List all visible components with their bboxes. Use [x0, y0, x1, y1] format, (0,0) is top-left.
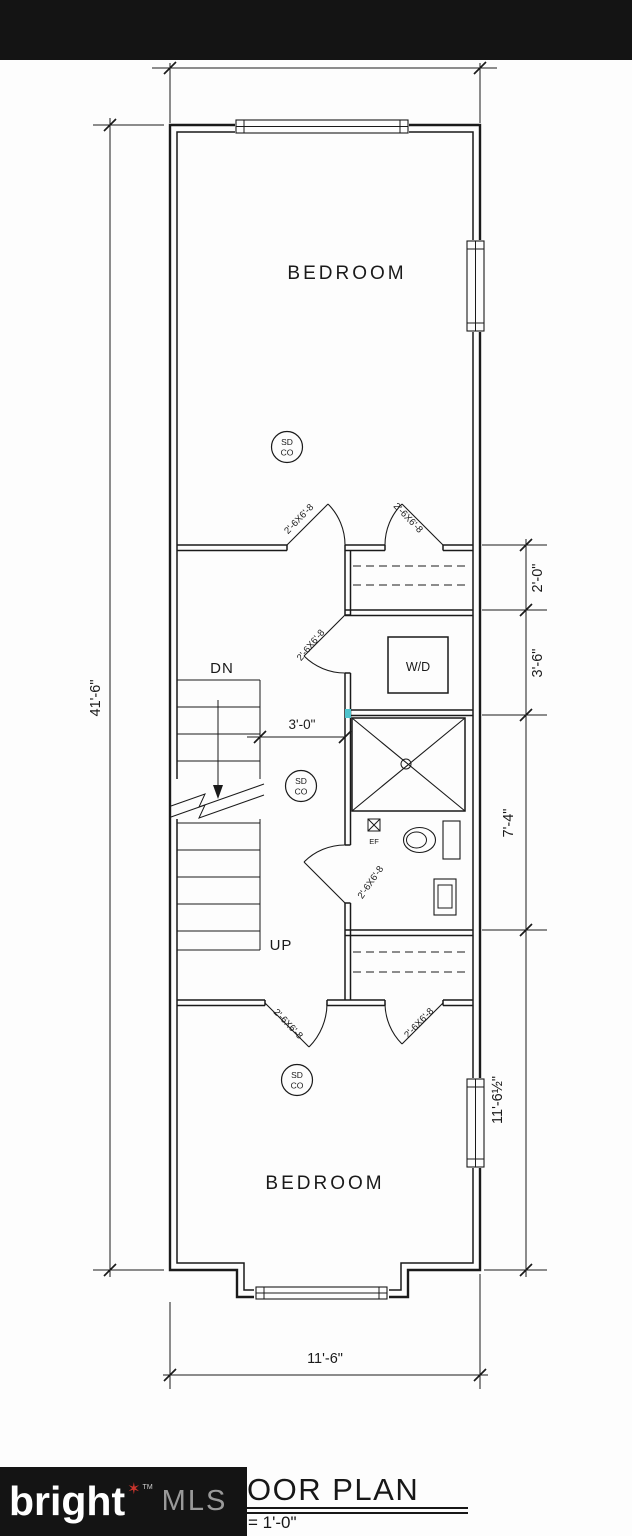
- sink: [433, 878, 457, 916]
- plan-title: OOR PLAN: [247, 1472, 420, 1507]
- stair-direction-arrow: [213, 785, 223, 799]
- washer-dryer-label: W/D: [406, 660, 430, 674]
- washer-dryer: W/D: [387, 636, 449, 694]
- top-border-bar: [0, 0, 632, 60]
- plan-scale: = 1'-0": [248, 1513, 297, 1532]
- logo-brand-text: bright: [9, 1478, 126, 1524]
- window-right-lower: [466, 1078, 485, 1168]
- dimension-bottom: 11'-6": [163, 1274, 488, 1389]
- bedroom-depth-value: 11'-6½": [490, 1076, 506, 1124]
- door-leaves: [264, 503, 444, 1048]
- bath-depth-value: 7'-4": [501, 809, 517, 838]
- room-label-bedroom-top: BEDROOM: [287, 263, 406, 284]
- interior-walls-right: [345, 609, 473, 937]
- logo-trademark: TM: [142, 1484, 153, 1491]
- title-underline-bottom: [247, 1512, 468, 1514]
- detector-bottom: SD CO: [280, 1063, 314, 1097]
- hall-width-dimension: 3'-0": [247, 717, 352, 744]
- window-bay-bottom: [255, 1286, 388, 1300]
- window-right-upper: [466, 240, 485, 332]
- detector-co-label: CO: [281, 448, 294, 458]
- door-label-bedroom-top: 2'-6X6'-8: [282, 502, 316, 537]
- overall-width-value: 11'-6": [307, 1351, 343, 1367]
- outer-walls: [168, 123, 482, 1299]
- exhaust-fan: EF: [367, 818, 381, 846]
- stair-down-label: DN: [210, 660, 234, 677]
- exhaust-fan-label: EF: [369, 837, 379, 846]
- room-label-bedroom-bottom: BEDROOM: [265, 1173, 384, 1194]
- logo-star-icon: ✶: [127, 1480, 141, 1498]
- door-label-bathroom: 2'-6X6'-8: [356, 864, 386, 901]
- laundry-depth-value: 3'-6": [530, 649, 546, 678]
- interior-wall-vertical: [344, 550, 352, 1000]
- bright-mls-logo: bright ✶ TM MLS: [0, 1467, 247, 1536]
- shower: [351, 717, 466, 812]
- door-label-bedroom-bottom: 2'-6X6'-8: [271, 1007, 305, 1042]
- overall-height-value: 41'-6": [88, 680, 104, 717]
- detector-co-label: CO: [295, 787, 308, 797]
- detector-middle: SD CO: [284, 769, 318, 803]
- title-underline-top: [247, 1507, 468, 1510]
- interior-wall-upper: [177, 544, 473, 552]
- logo-mls-text: MLS: [161, 1485, 228, 1517]
- detector-sd-label: SD: [295, 776, 307, 786]
- detector-co-label: CO: [291, 1081, 304, 1091]
- detector-sd-label: SD: [291, 1070, 303, 1080]
- door-swing-arcs: [303, 503, 403, 1048]
- dimension-right: 2'-0" 3'-6" 7'-4" 11'-6½": [482, 538, 547, 1277]
- dimension-top: [152, 61, 497, 123]
- detector-top: SD CO: [270, 430, 304, 464]
- stair-up-label: UP: [270, 937, 293, 954]
- closet-shelf-lines: [353, 565, 468, 973]
- toilet: [402, 820, 461, 860]
- door-label-closet-bottom: 2'-6X6'-8: [402, 1006, 436, 1041]
- door-label-closet-top: 2'-6X6'-8: [391, 501, 425, 536]
- hall-width-value: 3'-0": [289, 717, 316, 732]
- door-label-laundry: 2'-6X6'-8: [295, 628, 327, 664]
- scan-artifact: [345, 709, 351, 718]
- window-top: [235, 119, 409, 134]
- closet-depth-value: 2'-0": [530, 564, 546, 593]
- staircase: [170, 679, 265, 951]
- interior-wall-lower: [177, 999, 473, 1007]
- detector-sd-label: SD: [281, 437, 293, 447]
- dimension-left: 41'-6": [88, 118, 164, 1277]
